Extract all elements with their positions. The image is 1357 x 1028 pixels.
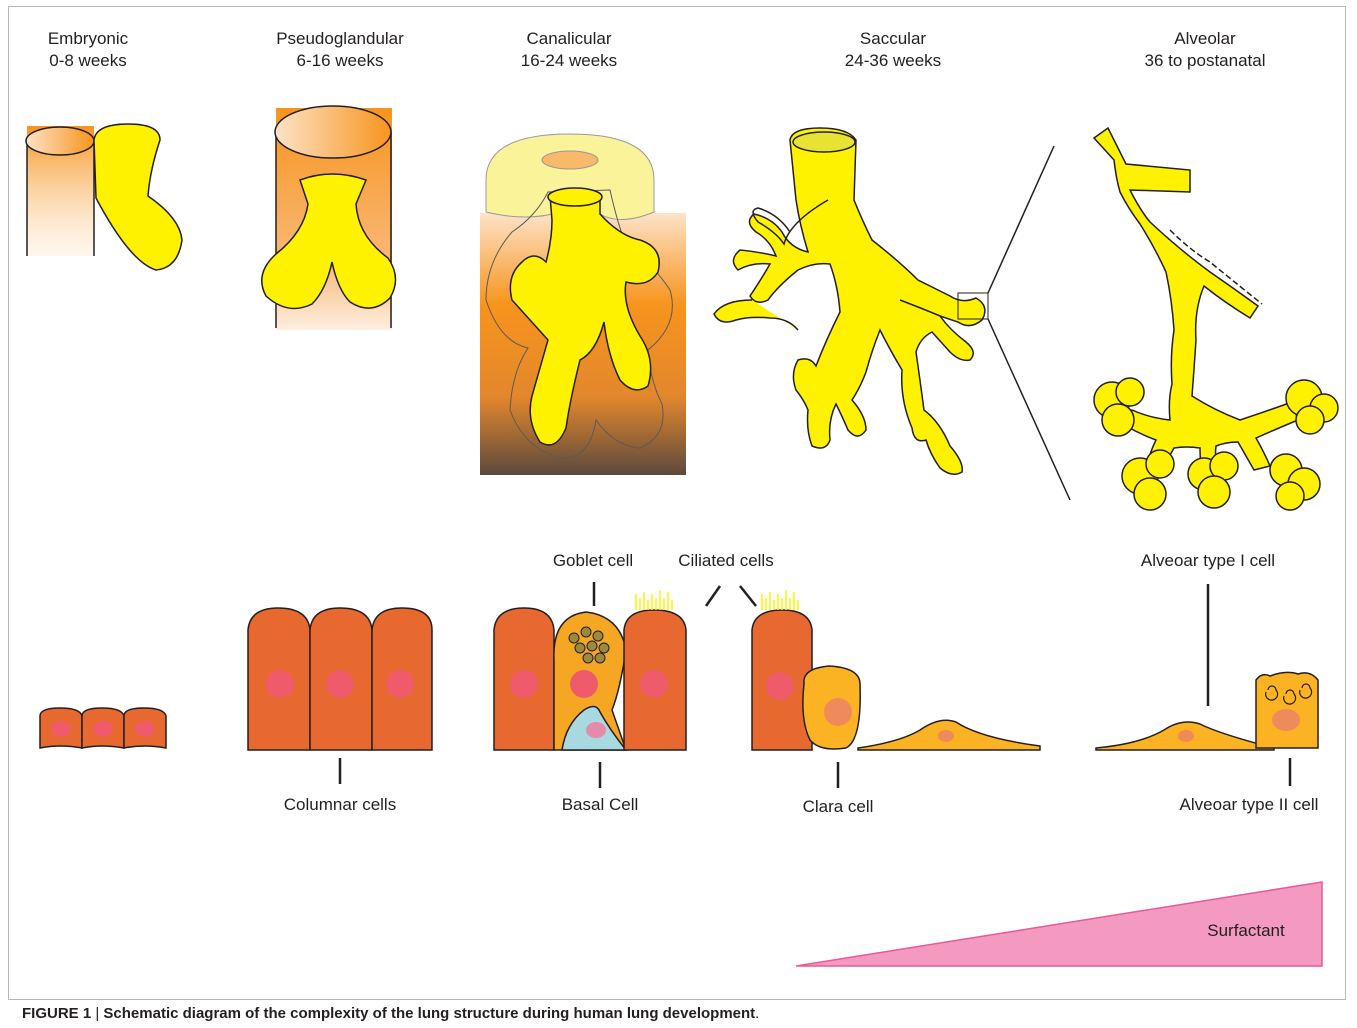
basal-cell-label: Basal Cell: [548, 794, 652, 816]
alveolar-cells: [1096, 584, 1318, 786]
caption-prefix: FIGURE 1: [22, 1005, 91, 1022]
saccular-cells: [752, 590, 1040, 788]
canalicular-cells: [494, 582, 756, 788]
cilia: [636, 590, 672, 610]
columnar-cells-label: Columnar cells: [270, 794, 410, 816]
alveolar-structure: [1094, 128, 1338, 510]
pseudoglandular-lung: [262, 106, 396, 330]
embryonic-cells: [40, 708, 166, 748]
zoom-line-bottom: [988, 319, 1070, 500]
caption-suffix: .: [755, 1005, 759, 1022]
cilia: [762, 590, 798, 610]
canalicular-lung: [480, 134, 686, 475]
zoom-line-top: [988, 146, 1054, 293]
goblet-cell-label: Goblet cell: [528, 550, 658, 572]
clara-cell-label: Clara cell: [792, 796, 884, 818]
embryonic-lung-bud: [26, 124, 182, 270]
figure-caption: FIGURE 1 | Schematic diagram of the comp…: [22, 1005, 759, 1022]
columnar-cells: [248, 608, 432, 784]
saccular-lung: [714, 128, 985, 474]
surfactant-label: Surfactant: [1192, 920, 1300, 942]
alveolar-type-2-label: Alveoar type II cell: [1166, 794, 1332, 816]
ciliated-cells-label: Ciliated cells: [666, 550, 786, 572]
caption-text: Schematic diagram of the complexity of t…: [103, 1005, 755, 1022]
caption-separator: |: [91, 1005, 103, 1022]
alveolar-type-1-label: Alveoar type I cell: [1118, 550, 1298, 572]
